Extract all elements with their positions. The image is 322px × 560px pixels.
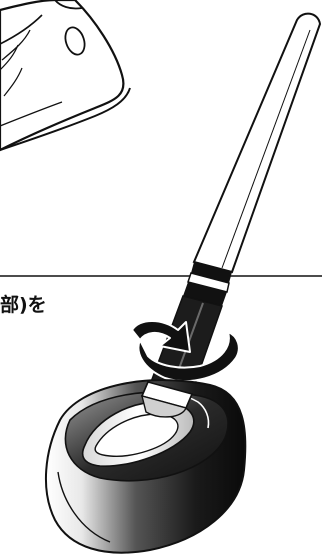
device-top-left [0,0,131,152]
rotate-arrow-icon [131,320,240,382]
instruction-caption: 部)を [0,294,47,316]
stylus-holder [45,379,247,554]
